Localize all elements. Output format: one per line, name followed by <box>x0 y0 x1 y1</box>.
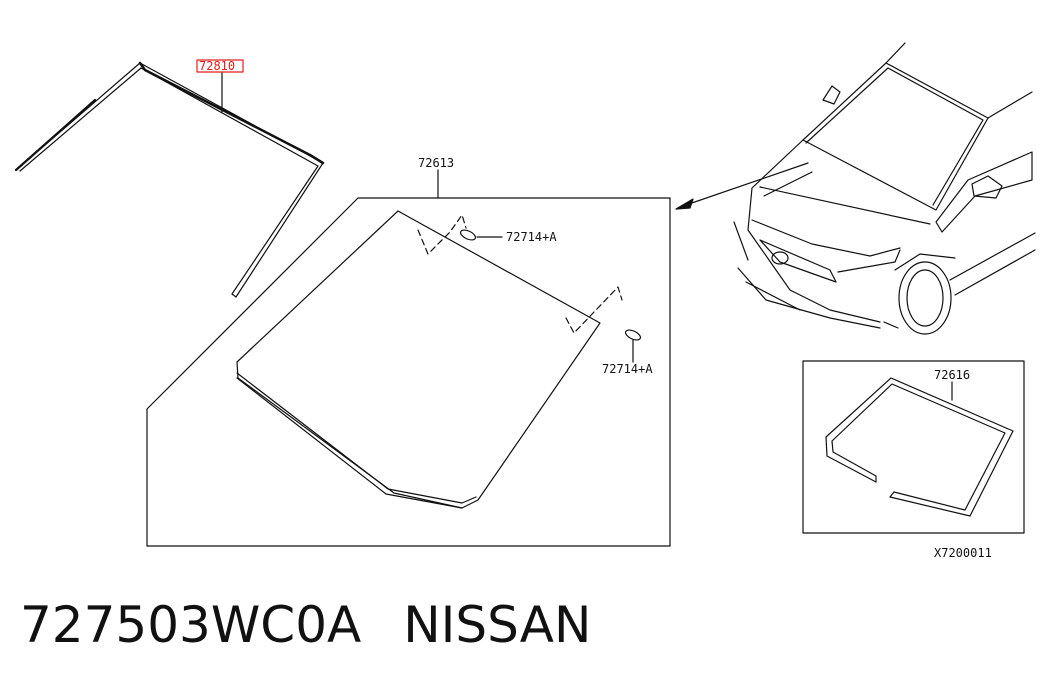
callout-72714-upper-label: 72714+A <box>506 230 557 244</box>
highlight-box-moulding <box>196 59 244 73</box>
seal-detail-frame <box>802 360 1025 534</box>
brand-name: NISSAN <box>403 596 592 654</box>
seal-kit-part <box>825 377 1014 517</box>
windshield-moulding-part <box>14 61 325 298</box>
callout-72810-label: 72810 <box>199 59 235 73</box>
clip-lower-part <box>624 329 642 363</box>
callout-72616-label: 72616 <box>934 368 970 382</box>
glass-detail-frame <box>146 197 671 547</box>
part-caption: 727503WC0A NISSAN <box>20 596 591 654</box>
drawing-id-label: X7200011 <box>934 546 992 560</box>
callout-72613-label: 72613 <box>418 156 454 170</box>
clip-upper-part <box>459 229 503 241</box>
location-arrow <box>675 162 809 210</box>
windshield-glass-part <box>236 210 623 509</box>
part-number: 727503WC0A <box>20 596 362 654</box>
callout-72714-lower-label: 72714+A <box>602 362 653 376</box>
car-front-illustration <box>733 42 1036 335</box>
